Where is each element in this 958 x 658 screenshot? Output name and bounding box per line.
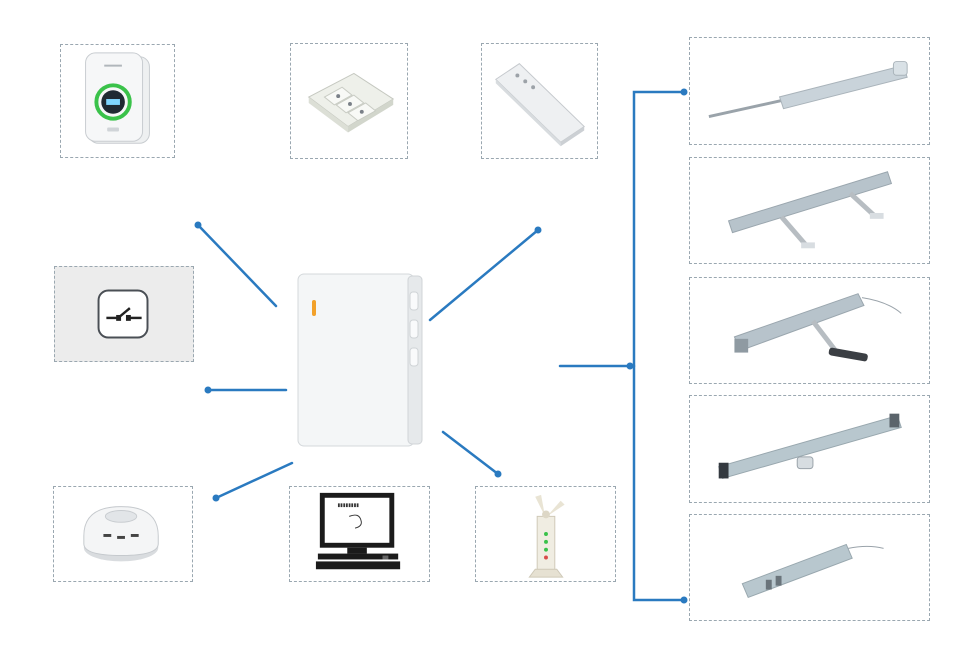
link-gas-detector [196,223,278,308]
single-arm-actuator-icon [733,293,902,362]
svg-text:▮▮▮▮▮▮▮▮: ▮▮▮▮▮▮▮▮ [337,503,359,509]
remote-control-icon [494,63,585,147]
computer-box[interactable]: ▮▮▮▮▮▮▮▮ [289,486,430,582]
link-smoke-detector [214,461,294,500]
wind-sensor-box[interactable] [475,486,616,582]
single-arm-actuator-box[interactable] [689,277,930,384]
gas-detector-box[interactable] [60,44,175,158]
link-wall-switch [428,228,540,322]
remote-control-box[interactable] [481,43,598,159]
chain-actuator-icon [718,413,902,480]
wall-switch-box[interactable] [290,43,408,159]
link-wind-sensor [441,430,500,476]
double-arm-actuator-icon [727,171,893,249]
control-hub[interactable] [296,272,426,448]
switch-panel-box[interactable] [54,266,194,362]
smoke-detector-icon [83,506,159,562]
control-hub-icon [297,273,423,447]
switch-panel-icon [97,289,149,339]
chain-actuator-short-box[interactable] [689,514,930,621]
wind-sensor-icon [528,494,565,578]
double-arm-actuator-box[interactable] [689,157,930,264]
actuator-bus-trunk [632,90,686,602]
chain-actuator-short-icon [741,543,884,599]
computer-icon: ▮▮▮▮▮▮▮▮ [315,492,401,570]
spindle-actuator-icon [708,61,908,118]
gas-detector-icon [85,52,150,144]
spindle-actuator-box[interactable] [689,37,930,145]
smoke-detector-box[interactable] [53,486,193,582]
chain-actuator-long-box[interactable] [689,395,930,503]
wall-switch-icon [307,72,395,133]
